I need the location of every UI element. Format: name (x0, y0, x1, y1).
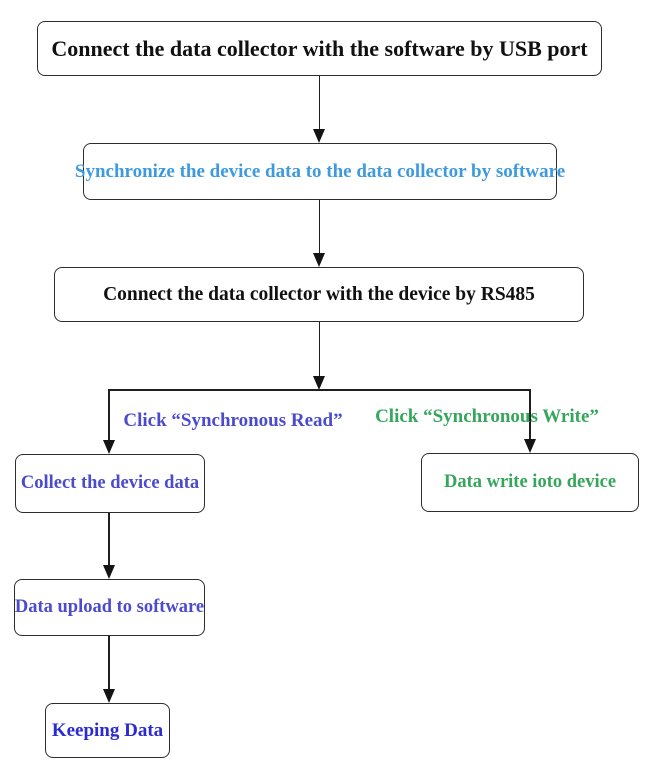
node-connect-usb: Connect the data collector with the soft… (37, 21, 602, 76)
arrowhead-icon (313, 376, 325, 390)
connector-line-collect-to-upload (108, 513, 110, 567)
connector-line-branch-to-write (529, 389, 531, 440)
edge-label-synchronous-write: Click “Synchronous Write” (375, 406, 599, 427)
connector-line-rs485-to-branch (318, 322, 320, 377)
connector-line-upload-to-keeping (108, 636, 110, 690)
arrowhead-icon (313, 253, 325, 267)
node-collect-data: Collect the device data (15, 454, 205, 513)
arrowhead-icon (313, 129, 325, 143)
node-keeping-data: Keeping Data (45, 703, 170, 758)
arrowhead-icon (523, 439, 536, 453)
node-connect-rs485: Connect the data collector with the devi… (54, 267, 584, 322)
edge-label-synchronous-read: Click “Synchronous Read” (123, 410, 343, 431)
node-data-write: Data write ioto device (421, 453, 639, 512)
branch-horizontal-line (108, 389, 531, 391)
arrowhead-icon (102, 565, 115, 579)
connector-line-sync-to-rs485 (318, 200, 320, 254)
connector-line-branch-to-collect (108, 389, 110, 441)
arrowhead-icon (102, 440, 115, 454)
arrowhead-icon (102, 689, 115, 703)
node-synchronize: Synchronize the device data to the data … (75, 143, 565, 200)
node-data-upload: Data upload to software (14, 579, 205, 636)
connector-line-usb-to-sync (318, 76, 320, 131)
